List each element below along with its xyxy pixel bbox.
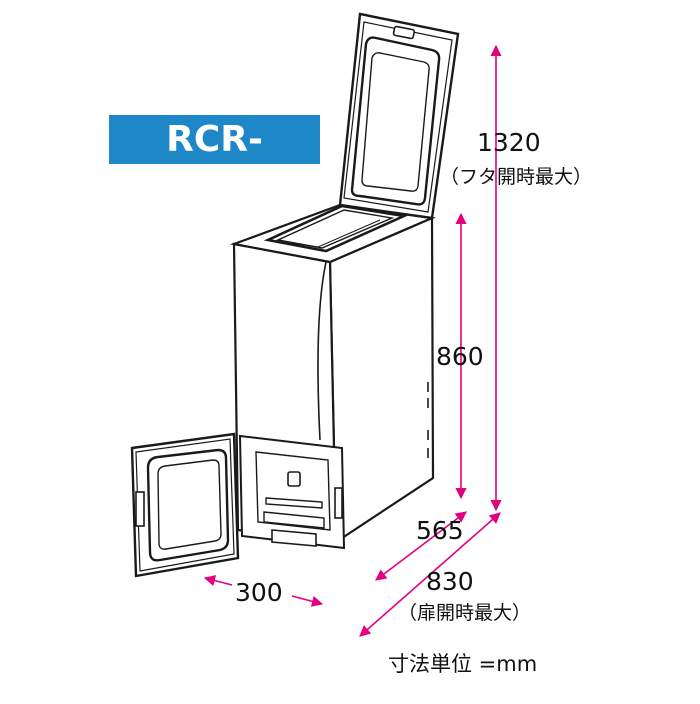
rice-tray: [271, 529, 317, 547]
dim-1320-value: 1320: [477, 128, 541, 157]
lid-handle: [392, 25, 416, 40]
model-name-badge: RCR-631W: [109, 115, 320, 209]
dim-300-value: 300: [235, 578, 283, 607]
door-hinge: [334, 487, 343, 519]
open-door: [130, 432, 240, 578]
open-lid: [338, 12, 460, 220]
dimline-830: [359, 512, 501, 637]
dim-1320-note: （フタ開時最大）: [440, 166, 593, 188]
dim-860-value: 860: [436, 342, 484, 371]
dimension-lines: [203, 44, 502, 637]
door-latch: [135, 491, 145, 527]
dim-565-value: 565: [416, 516, 464, 545]
unit-note: 寸法単位 =mm: [388, 652, 538, 676]
lower-compartment: [238, 434, 346, 550]
cabinet-front-edge: [317, 261, 327, 441]
hopper-opening: [263, 204, 409, 253]
dispense-button: [287, 471, 301, 487]
cabinet-side-panel: [328, 216, 435, 545]
dimline-300-right: [291, 595, 324, 607]
dim-830-note: （扉開時最大）: [398, 602, 532, 624]
dim-830-value: 830: [426, 567, 474, 596]
dimline-300-left: [203, 575, 233, 586]
